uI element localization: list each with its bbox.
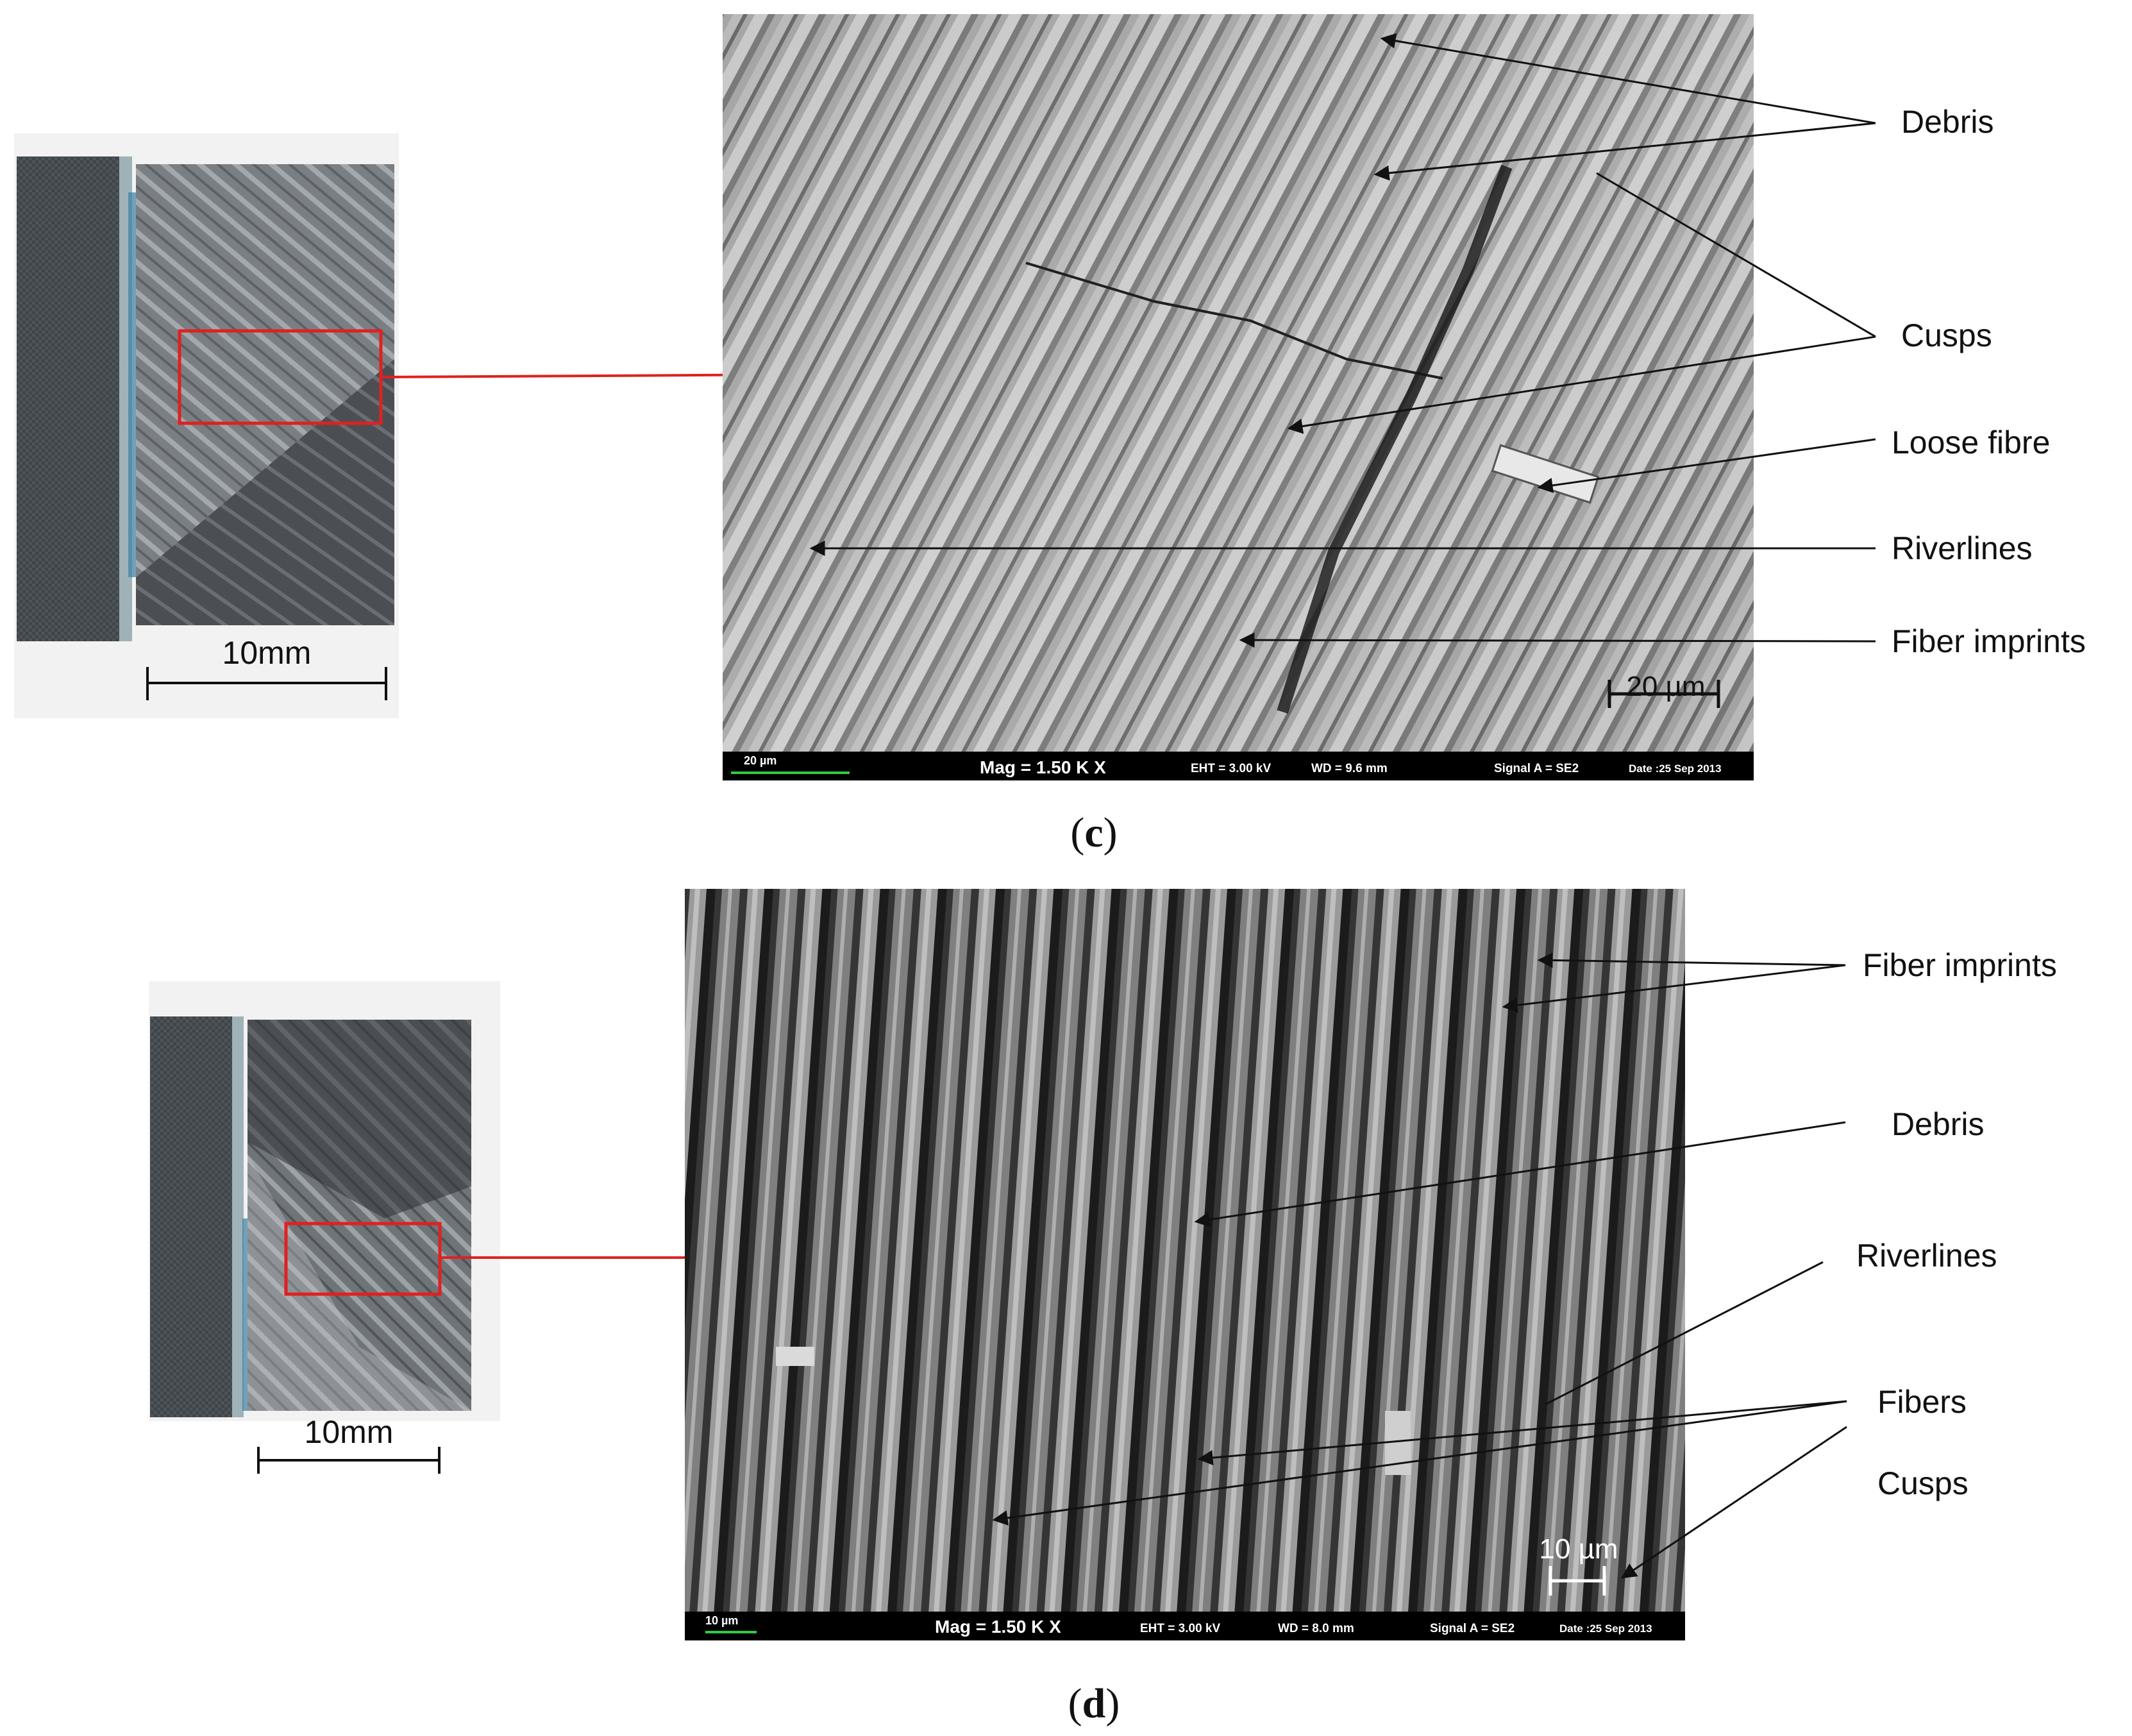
photo-scale-label-d: 10mm xyxy=(305,1414,394,1450)
sem-scale-bar-c: 20 µm xyxy=(1607,671,1720,708)
sem-info-signal-c: Signal A = SE2 xyxy=(1494,762,1579,775)
caption-d: (d) xyxy=(1068,1680,1120,1727)
sem-info-signal-d: Signal A = SE2 xyxy=(1430,1622,1515,1635)
label-fibers-d: Fibers xyxy=(1877,1384,1967,1420)
label-fiber-imprints-c: Fiber imprints xyxy=(1892,623,2086,659)
photo-scale-label-c: 10mm xyxy=(222,635,312,671)
annotations-d xyxy=(992,952,1847,1579)
sem-scale-label-d: 10 µm xyxy=(1539,1533,1618,1565)
sem-info-scale-d: 10 µm xyxy=(705,1614,738,1627)
sem-info-bar-c: 20 µm Mag = 1.50 K X EHT = 3.00 kV WD = … xyxy=(723,752,1754,780)
label-fiber-imprints-d: Fiber imprints xyxy=(1863,947,2057,983)
label-riverlines-d: Riverlines xyxy=(1856,1238,1997,1274)
label-debris-c: Debris xyxy=(1901,104,1994,140)
photo-scale-bar-c: 10mm xyxy=(146,635,387,700)
specimen-photo-c xyxy=(14,133,399,718)
label-cusps-c: Cusps xyxy=(1901,317,1992,353)
label-debris-d: Debris xyxy=(1892,1106,1984,1142)
sem-info-scale-c: 20 µm xyxy=(744,754,776,767)
label-loose-fibre-c: Loose fibre xyxy=(1892,425,2050,460)
photo-scale-bar-d: 10mm xyxy=(257,1414,441,1474)
sem-info-eht-c: EHT = 3.00 kV xyxy=(1191,762,1271,775)
caption-c: (c) xyxy=(1070,809,1117,856)
label-riverlines-c: Riverlines xyxy=(1892,530,2033,566)
sem-scale-bar-d: 10 µm xyxy=(1539,1533,1618,1596)
sem-scale-label-c: 20 µm xyxy=(1626,671,1705,702)
sem-image-d xyxy=(685,889,1685,1612)
sem-info-wd-d: WD = 8.0 mm xyxy=(1278,1622,1354,1635)
sem-info-mag-c: Mag = 1.50 K X xyxy=(980,757,1106,777)
sem-info-bar-d: 10 µm Mag = 1.50 K X EHT = 3.00 kV WD = … xyxy=(685,1612,1685,1640)
sem-info-date-d: Date :25 Sep 2013 xyxy=(1559,1622,1652,1635)
sem-info-date-c: Date :25 Sep 2013 xyxy=(1629,763,1722,775)
panel-c: 10mm 20 µm Mag = 1.50 K X EHT = 3.00 kV … xyxy=(14,14,2086,856)
panel-d: 10mm 10 µm Mag = 1.50 K X EHT = 3.00 kV … xyxy=(149,889,2057,1727)
sem-info-eht-d: EHT = 3.00 kV xyxy=(1140,1622,1220,1635)
annotations-c xyxy=(809,33,1876,648)
label-cusps-d: Cusps xyxy=(1877,1465,1968,1501)
sem-info-wd-c: WD = 9.6 mm xyxy=(1311,762,1388,775)
specimen-photo-d xyxy=(149,981,500,1421)
sem-info-mag-d: Mag = 1.50 K X xyxy=(935,1617,1061,1637)
